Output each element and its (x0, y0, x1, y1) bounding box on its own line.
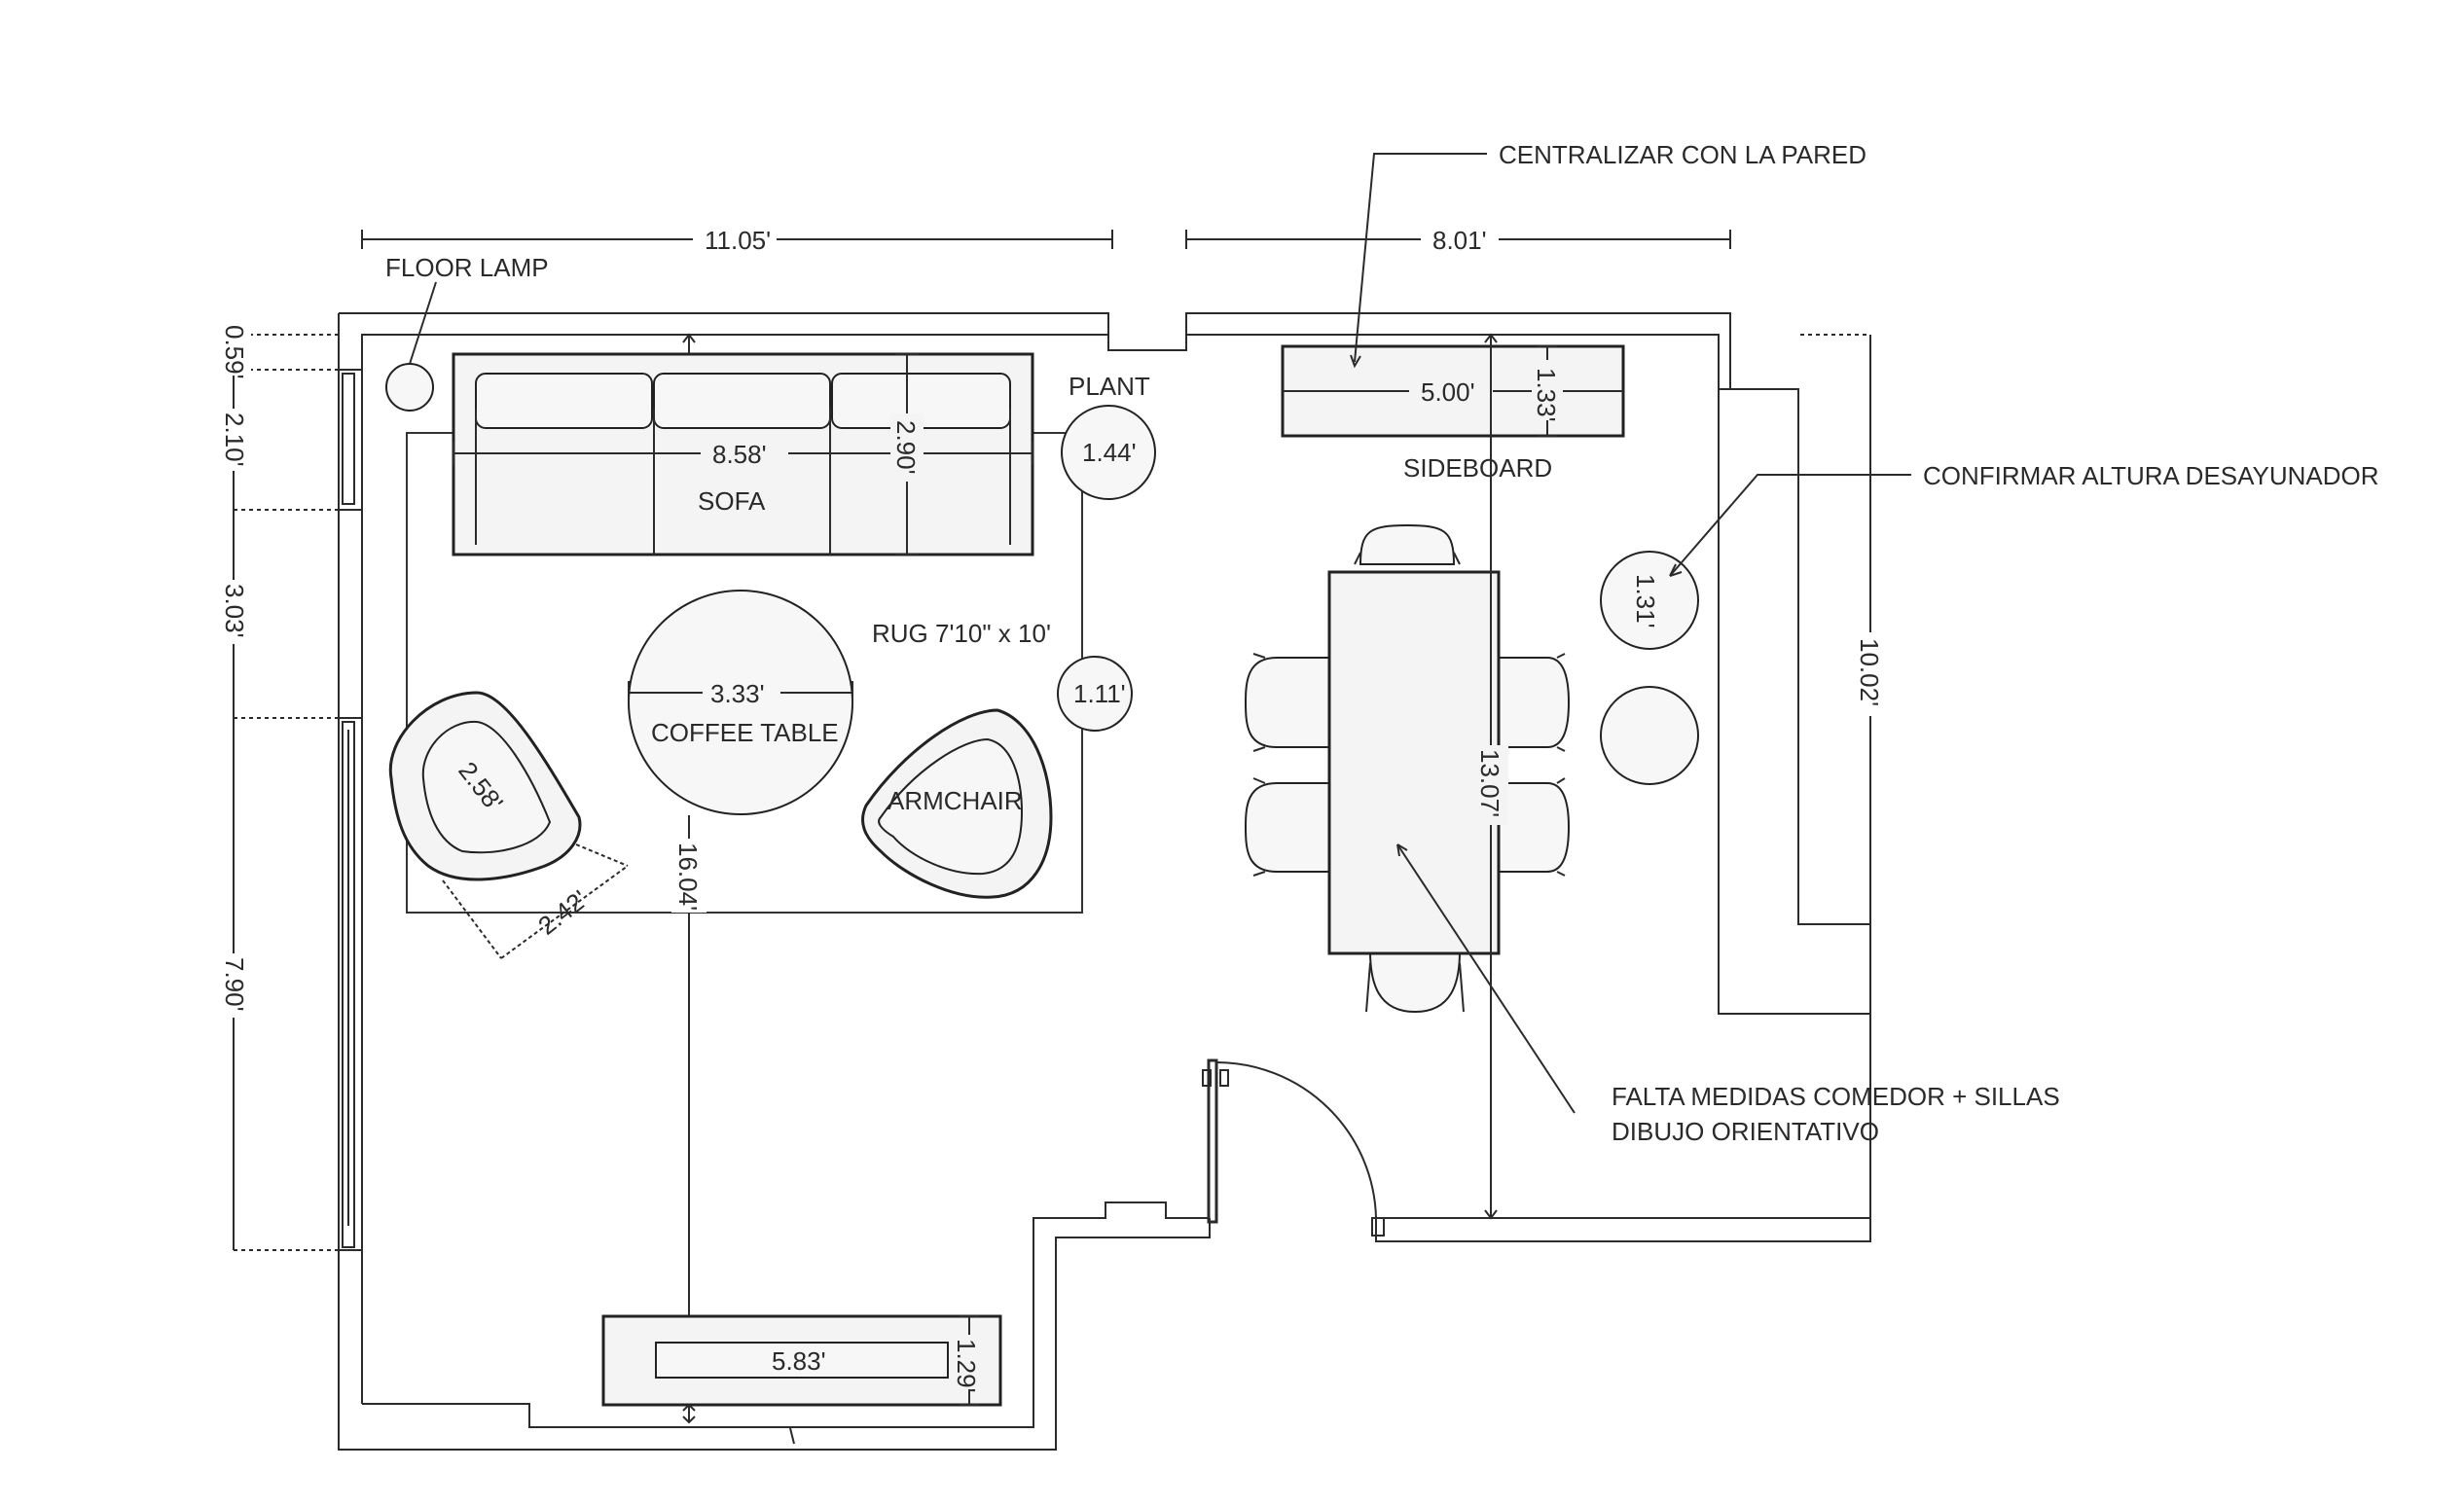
stool-diameter-dim: 1.31' (1631, 574, 1660, 628)
sideboard: 5.00' 1.33' SIDEBOARD (1281, 344, 1625, 483)
left-210-dim: 2.10' (220, 412, 249, 467)
coffee-table-label: COFFEE TABLE (651, 718, 839, 747)
plant-label: PLANT (1069, 372, 1150, 401)
sideboard-length-dim: 5.00' (1421, 377, 1475, 407)
tv-console-depth-dim: 1.29' (952, 1339, 981, 1393)
sofa-depth-dim: 2.90' (891, 420, 921, 475)
dining-set: 13.07' (1244, 333, 1571, 1220)
left-790-dim: 7.90' (220, 957, 249, 1012)
sideboard-label: SIDEBOARD (1403, 453, 1552, 483)
sofa-length-dim: 8.58' (712, 440, 767, 469)
sofa: SOFA 8.58' 2.90' (452, 333, 1034, 556)
left-059-dim: 0.59' (220, 325, 249, 379)
coffee-table-diameter-dim: 3.33' (710, 679, 765, 708)
side-table-diameter-dim: 1.11' (1073, 679, 1126, 708)
plant (1061, 405, 1156, 500)
sideboard-depth-dim: 1.33' (1532, 368, 1561, 422)
sofa-label: SOFA (698, 486, 766, 516)
right-height-dim: 10.02' (1855, 638, 1884, 706)
armchair-label: ARMCHAIR (888, 786, 1023, 815)
note-centralizar: CENTRALIZAR CON LA PARED (1499, 140, 1866, 169)
top-right-width-dim: 8.01' (1432, 226, 1487, 255)
tv-console: 5.83' 1.29' (601, 1314, 1002, 1445)
top-left-width-dim: 11.05' (705, 226, 771, 255)
door (1202, 1058, 1385, 1237)
rug-label: RUG 7'10" x 10' (872, 619, 1051, 648)
center-depth-dim: 16.04' (673, 843, 703, 911)
floor-lamp (385, 363, 434, 412)
stool-bottom (1600, 686, 1699, 785)
dining-depth-dim: 13.07' (1475, 749, 1504, 817)
tv-console-length-dim: 5.83' (772, 1346, 826, 1376)
stool-top (1600, 551, 1699, 650)
plant-diameter-dim: 1.44' (1082, 438, 1137, 467)
annotations: CENTRALIZAR CON LA PARED CONFIRMAR ALTUR… (1350, 140, 2379, 1146)
left-303-dim: 3.03' (220, 584, 249, 638)
note-falta-line2: DIBUJO ORIENTATIVO (1612, 1117, 1879, 1146)
note-falta-line1: FALTA MEDIDAS COMEDOR + SILLAS (1612, 1082, 2060, 1111)
floor-lamp-label: FLOOR LAMP (385, 253, 549, 282)
note-confirmar: CONFIRMAR ALTURA DESAYUNADOR (1923, 461, 2379, 490)
armchair-right: ARMCHAIR (861, 708, 1053, 899)
side-table (1057, 656, 1133, 732)
dimension-lines: 11.05' 8.01' 0.59' 2.10' 3.03' 7.90' 10.… (216, 222, 1888, 1251)
